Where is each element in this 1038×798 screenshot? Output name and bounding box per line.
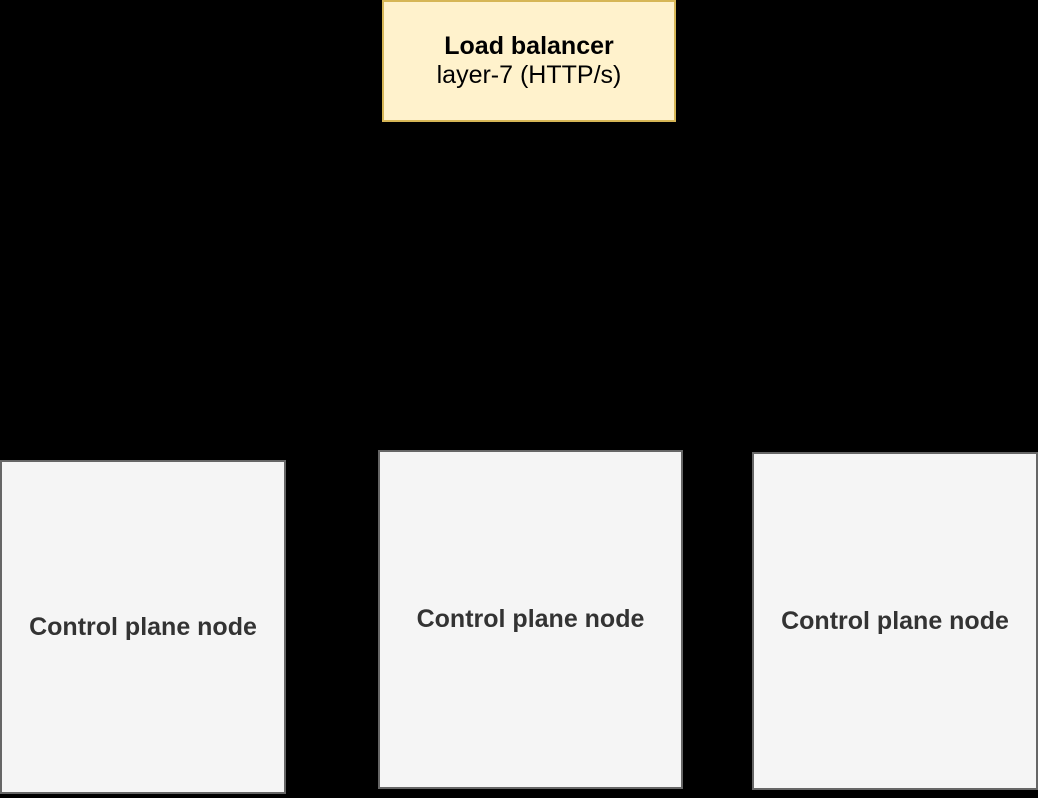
control-plane-node-2[interactable]: Control plane node [378, 450, 683, 789]
control-plane-node-1-label: Control plane node [29, 612, 257, 641]
load-balancer-title: Load balancer [444, 32, 614, 60]
control-plane-node-1[interactable]: Control plane node [0, 460, 286, 794]
load-balancer-subtitle: layer-7 (HTTP/s) [436, 61, 622, 89]
control-plane-node-2-label: Control plane node [416, 605, 645, 633]
load-balancer-node[interactable]: Load balancer layer-7 (HTTP/s) [382, 0, 676, 122]
control-plane-node-3-label: Control plane node [781, 606, 1009, 635]
control-plane-node-3[interactable]: Control plane node [752, 452, 1038, 790]
